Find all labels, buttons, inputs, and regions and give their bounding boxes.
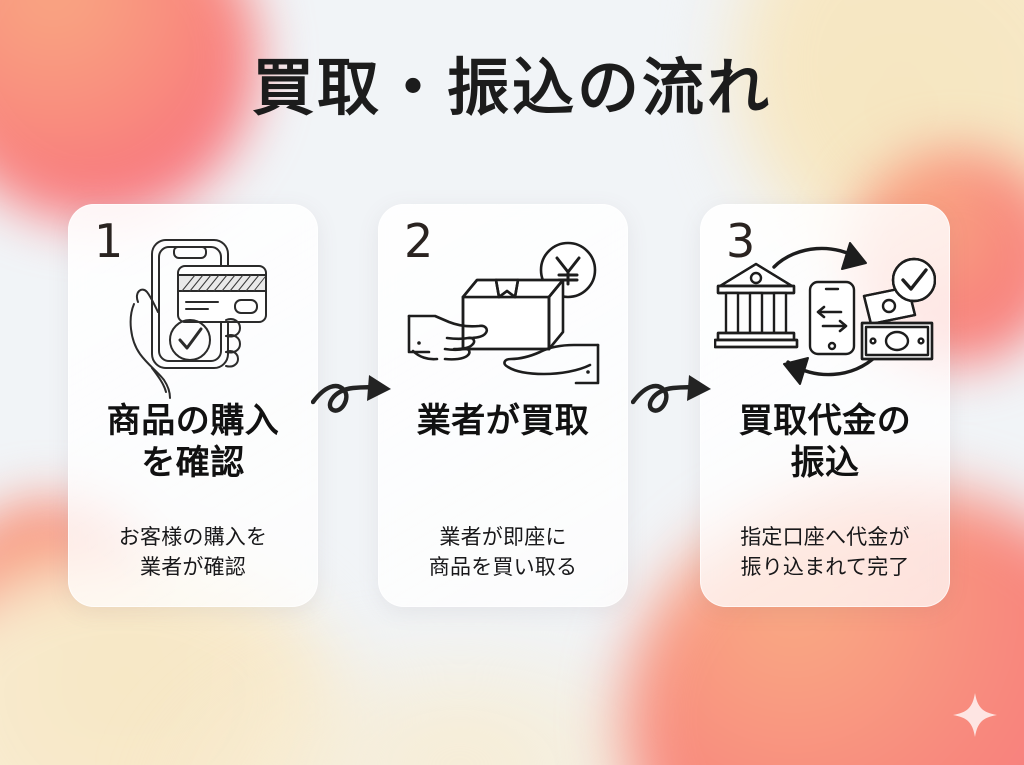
step-card-2[interactable]: 2 [378, 204, 628, 607]
step-heading-1: 商品の購入 を確認 [76, 400, 310, 484]
step-heading-3: 買取代金の 振込 [708, 400, 942, 484]
step-subtitle-3-line-2: 振り込まれて完了 [740, 556, 910, 580]
hand-holding-phone-credit-card-check-icon [129, 238, 267, 399]
step-card-1[interactable]: 1 [68, 204, 318, 607]
step-heading-2-line-1: 業者が買取 [416, 402, 590, 440]
sparkle-icon [953, 693, 997, 737]
page-title: 買取・振込の流れ [251, 54, 772, 123]
step-subtitle-1-line-1: お客様の購入を [118, 526, 268, 550]
connector-arrow-1-to-2 [311, 375, 391, 413]
step-number-2: 2 [404, 214, 434, 268]
step-heading-1-line-2: を確認 [141, 444, 245, 483]
step-subtitle-3-line-1: 指定口座へ代金が [740, 526, 910, 550]
step-heading-3-line-2: 振込 [790, 444, 860, 483]
step-heading-3-line-1: 買取代金の [738, 402, 912, 440]
step-subtitle-2-line-1: 業者が即座に [439, 526, 567, 550]
step-number-3: 3 [726, 214, 756, 268]
connector-arrow-2-to-3 [631, 375, 711, 413]
step-subtitle-1: お客様の購入を 業者が確認 [78, 523, 308, 583]
step-number-1: 1 [94, 214, 124, 268]
step-subtitle-2: 業者が即座に 商品を買い取る [388, 523, 618, 583]
step-card-3[interactable]: 3 [700, 204, 950, 607]
step-subtitle-3: 指定口座へ代金が 振り込まれて完了 [710, 523, 940, 583]
step-heading-2: 業者が買取 [386, 400, 620, 442]
step-heading-1-line-1: 商品の購入 [106, 402, 280, 440]
step-subtitle-2-line-2: 商品を買い取る [428, 556, 578, 580]
step-subtitle-1-line-2: 業者が確認 [140, 556, 246, 580]
